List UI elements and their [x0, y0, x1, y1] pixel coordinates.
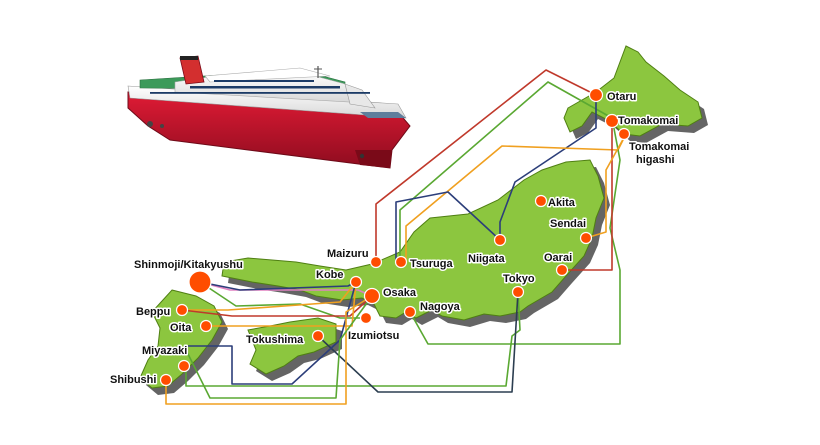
port-sendai[interactable]: Sendai: [549, 217, 593, 245]
kyushu-island: [139, 289, 223, 389]
port-label: Izumiotsu: [348, 330, 399, 342]
port-marker[interactable]: [363, 287, 381, 305]
port-label: Oita: [170, 322, 192, 334]
hokkaido-island: [563, 45, 703, 137]
port-label: Miyazaki: [142, 345, 187, 357]
port-marker[interactable]: [579, 231, 593, 245]
route-tokyo-kyushu: [185, 291, 521, 387]
route-miyazaki-kobe: [183, 281, 357, 385]
route-shinmoji-izumiotsu: [199, 281, 365, 319]
port-marker[interactable]: [555, 263, 569, 277]
ferry-routes: [165, 69, 627, 405]
port-oita[interactable]: Oita: [169, 319, 213, 336]
port-miyazaki[interactable]: Miyazaki: [141, 344, 191, 373]
route-niigata-otaru: [499, 94, 597, 241]
port-shinmoji[interactable]: Shinmoji/Kitakyushu: [133, 258, 244, 294]
port-beppu[interactable]: Beppu: [135, 303, 189, 320]
route-sendai-tomakomai-higashi: [585, 133, 627, 239]
port-label: Beppu: [136, 306, 170, 318]
port-label: Tomakomai: [618, 115, 678, 127]
port-marker[interactable]: [493, 233, 507, 247]
port-marker[interactable]: [177, 359, 191, 373]
route-tokushima-tokyo: [317, 291, 519, 393]
route-oita-kobe: [205, 281, 357, 327]
route-miyazaki-osaka: [183, 295, 373, 399]
port-oarai[interactable]: Oarai: [543, 251, 574, 277]
port-label: Sendai: [550, 218, 586, 230]
port-label: Kobe: [316, 269, 344, 281]
port-marker[interactable]: [534, 194, 548, 208]
port-marker[interactable]: [369, 255, 383, 269]
port-marker[interactable]: [349, 275, 363, 289]
port-label: Maizuru: [327, 248, 369, 260]
port-marker[interactable]: [311, 329, 325, 343]
port-label: Akita: [548, 197, 576, 209]
port-niigata[interactable]: Niigata: [467, 233, 507, 267]
route-tsuruga-tomakomai: [399, 81, 613, 263]
route-beppu-osaka: [181, 295, 373, 317]
port-label: Shibushi: [110, 374, 156, 386]
route-nagoya-sendai-tomakomai: [409, 117, 621, 345]
port-label: Niigata: [468, 253, 506, 265]
route-beppu-kobe: [181, 281, 357, 311]
port-shibushi[interactable]: Shibushi: [109, 373, 173, 388]
port-label: Nagoya: [420, 301, 461, 313]
port-osaka[interactable]: Osaka: [363, 286, 418, 305]
port-tokushima[interactable]: Tokushima: [245, 329, 325, 348]
port-marker[interactable]: [511, 285, 525, 299]
port-label: Tokushima: [246, 334, 304, 346]
port-marker[interactable]: [394, 255, 408, 269]
port-marker[interactable]: [604, 113, 620, 129]
port-label-line2: higashi: [636, 154, 675, 166]
port-marker[interactable]: [617, 127, 631, 141]
port-label: Otaru: [607, 91, 636, 103]
route-tsuruga-akita: [395, 191, 501, 263]
port-otaru[interactable]: Otaru: [588, 87, 638, 105]
ferry-ship-icon: [127, 55, 411, 169]
port-maizuru[interactable]: Maizuru: [326, 247, 383, 269]
port-marker[interactable]: [188, 270, 212, 294]
port-tokyo[interactable]: Tokyo: [502, 272, 536, 299]
route-oarai-tomakomai: [561, 117, 613, 271]
port-izumiotsu[interactable]: Izumiotsu: [347, 311, 401, 344]
port-label: Oarai: [544, 252, 572, 264]
ports: Otaru Tomakomai Tomakomai higashi Akita …: [109, 87, 691, 388]
port-kobe[interactable]: Kobe: [315, 268, 363, 289]
route-maizuru-otaru: [375, 69, 597, 263]
port-akita[interactable]: Akita: [534, 194, 577, 211]
port-label: Tsuruga: [410, 258, 453, 270]
port-nagoya[interactable]: Nagoya: [403, 300, 462, 319]
port-marker[interactable]: [588, 87, 604, 103]
port-tomakomai-higashi[interactable]: Tomakomai higashi: [617, 127, 691, 168]
route-shibushi-osaka: [165, 295, 373, 405]
port-label: Osaka: [383, 287, 417, 299]
port-marker[interactable]: [359, 311, 373, 325]
port-tsuruga[interactable]: Tsuruga: [394, 255, 455, 272]
port-label: Shinmoji/Kitakyushu: [134, 259, 243, 271]
port-label: Tomakomai: [629, 141, 689, 153]
port-marker[interactable]: [175, 303, 189, 317]
port-tomakomai[interactable]: Tomakomai: [604, 113, 680, 129]
port-marker[interactable]: [403, 305, 417, 319]
port-label: Tokyo: [503, 273, 535, 285]
port-marker[interactable]: [159, 373, 173, 387]
port-marker[interactable]: [199, 319, 213, 333]
